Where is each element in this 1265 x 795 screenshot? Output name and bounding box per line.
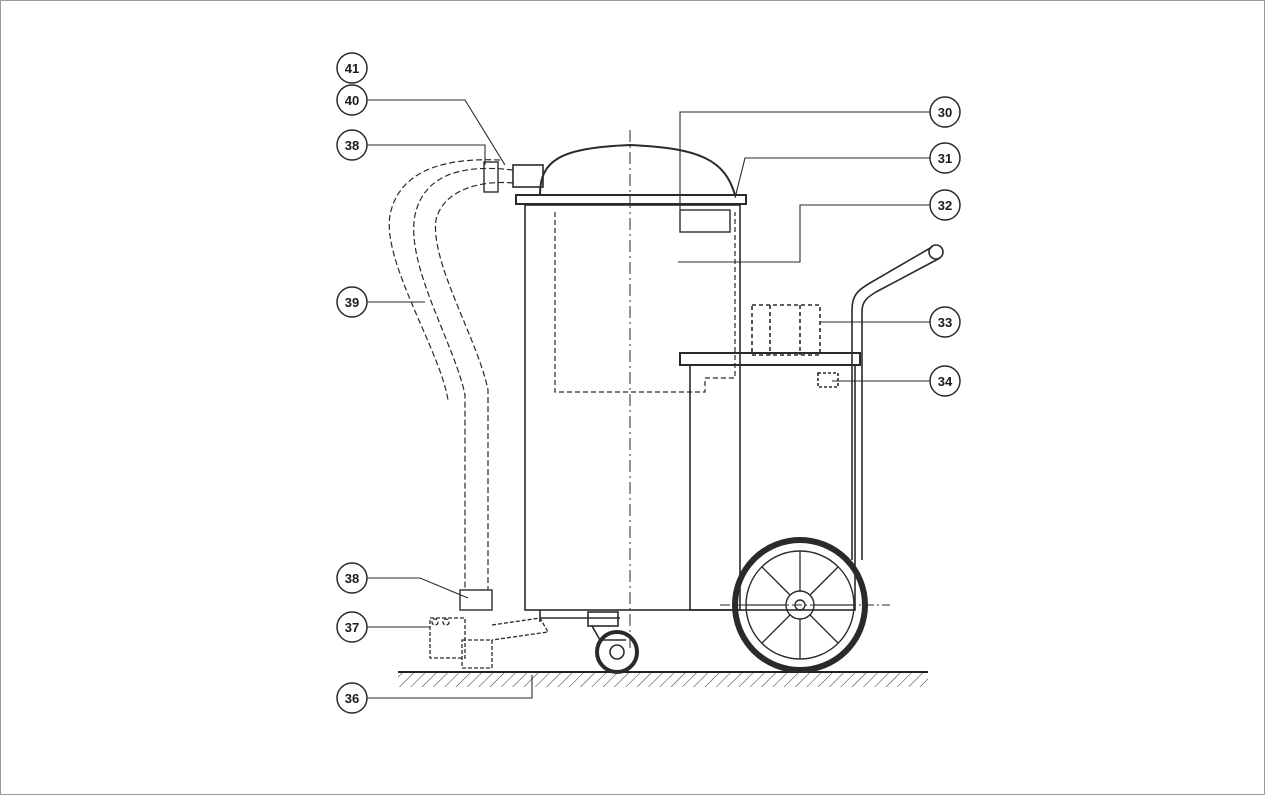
floor-nozzle bbox=[429, 617, 550, 669]
svg-text:30: 30 bbox=[938, 105, 952, 120]
callout-33: 33 bbox=[929, 306, 961, 338]
main-tank bbox=[512, 130, 747, 650]
svg-text:37: 37 bbox=[345, 620, 359, 635]
svg-text:39: 39 bbox=[345, 295, 359, 310]
callout-39: 39 bbox=[336, 286, 368, 318]
svg-text:31: 31 bbox=[938, 151, 952, 166]
floor-ground bbox=[398, 671, 928, 687]
callout-31: 31 bbox=[929, 142, 961, 174]
svg-text:34: 34 bbox=[938, 374, 953, 389]
rear-wheel bbox=[720, 537, 890, 673]
suction-hose bbox=[388, 159, 514, 590]
callout-30: 30 bbox=[929, 96, 961, 128]
callout-37: 37 bbox=[336, 611, 368, 643]
callout-32: 32 bbox=[929, 189, 961, 221]
svg-text:32: 32 bbox=[938, 198, 952, 213]
callouts: 41 40 38 39 38 37 36 30 bbox=[336, 52, 961, 714]
svg-text:38: 38 bbox=[345, 571, 359, 586]
front-caster bbox=[587, 611, 639, 674]
svg-text:33: 33 bbox=[938, 315, 952, 330]
push-handle bbox=[851, 244, 944, 560]
callout-34: 34 bbox=[929, 365, 961, 397]
svg-text:38: 38 bbox=[345, 138, 359, 153]
callout-36: 36 bbox=[336, 682, 368, 714]
svg-text:40: 40 bbox=[345, 93, 359, 108]
callout-40: 40 bbox=[336, 84, 368, 116]
callout-41: 41 bbox=[336, 52, 368, 84]
motor-housing bbox=[679, 304, 861, 611]
svg-text:36: 36 bbox=[345, 691, 359, 706]
svg-text:41: 41 bbox=[345, 61, 359, 76]
hose-connector bbox=[459, 161, 499, 611]
callout-38-top: 38 bbox=[336, 129, 368, 161]
callout-38-bottom: 38 bbox=[336, 562, 368, 594]
leader-lines bbox=[367, 99, 930, 699]
